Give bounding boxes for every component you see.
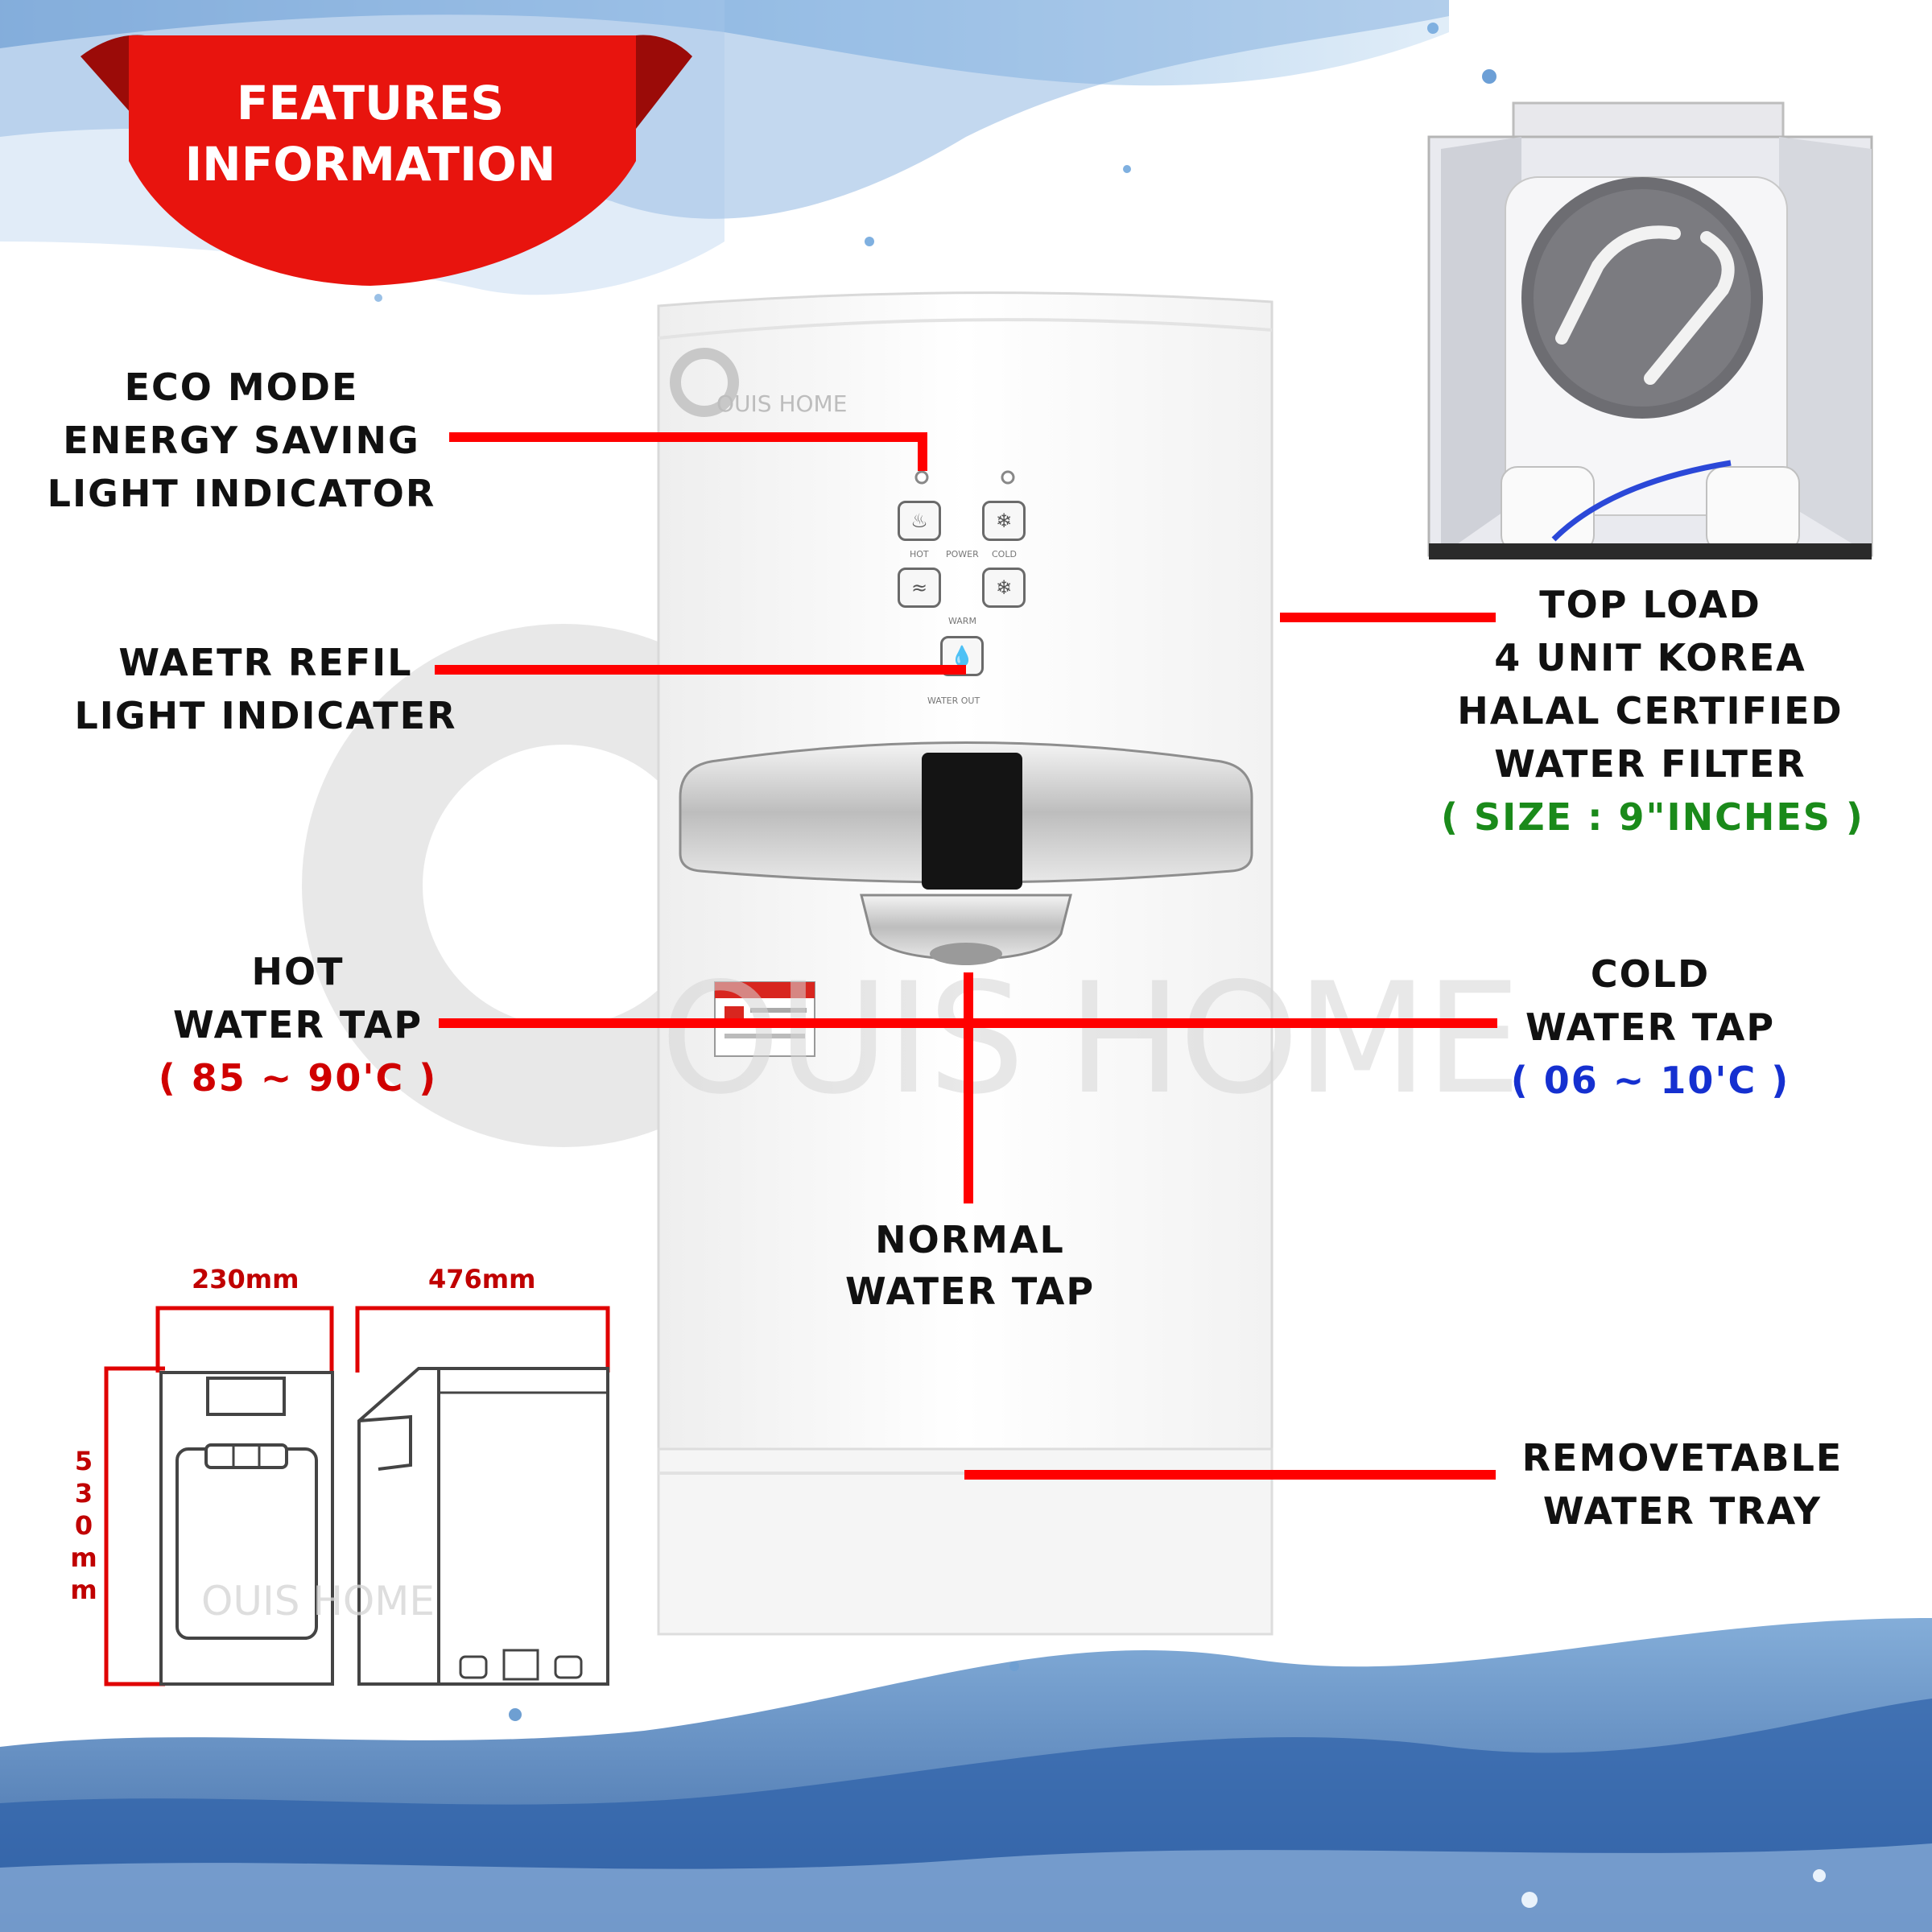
- dimension-height-char-5: m: [70, 1575, 97, 1605]
- top-load-line-3: HALAL CERTIFIED: [1457, 689, 1843, 733]
- cold-tap-line-1: COLD: [1590, 952, 1711, 996]
- hot-tap-line-1: HOT: [251, 950, 345, 993]
- eco-mode-line-h: [449, 432, 926, 442]
- top-load-line-4: WATER FILTER: [1494, 742, 1806, 786]
- tray-line-1: REMOVETABLE: [1521, 1436, 1843, 1480]
- normal-tap-line-1: NORMAL: [875, 1218, 1065, 1261]
- hot-tap-label: HOT WATER TAP ( 85 ~ 90'C ): [89, 945, 507, 1104]
- eco-mode-label: ECO MODE ENERGY SAVING LIGHT INDICATOR: [32, 361, 451, 520]
- warm-button[interactable]: ≈: [898, 568, 941, 608]
- hot-tap-temp: ( 85 ~ 90'C ): [158, 1056, 438, 1100]
- normal-tap-line-2: WATER TAP: [844, 1269, 1096, 1313]
- eco-mode-line-v: [918, 432, 927, 471]
- top-load-line-1: TOP LOAD: [1539, 583, 1761, 626]
- eco-mode-line-1: ECO MODE: [124, 365, 359, 409]
- cold-tap-line-2: WATER TAP: [1525, 1005, 1776, 1049]
- hot-tap-line-2: WATER TAP: [172, 1003, 423, 1046]
- dimension-depth: 476mm: [428, 1264, 536, 1294]
- normal-tap-label: NORMAL WATER TAP: [761, 1214, 1179, 1317]
- brand-watermark-large: OUIS HOME: [660, 950, 1521, 1128]
- tray-line-2: WATER TRAY: [1542, 1489, 1823, 1533]
- banner-title: FEATURES INFORMATION: [161, 72, 580, 195]
- panel-label-warm: WARM: [948, 616, 976, 626]
- dimension-height-char-1: 5: [74, 1446, 93, 1476]
- tray-line: [964, 1470, 1496, 1480]
- cold-tap-temp: ( 06 ~ 10'C ): [1510, 1059, 1790, 1102]
- cold-mode-button[interactable]: ❄: [982, 568, 1026, 608]
- tray-label: REMOVETABLE WATER TRAY: [1473, 1431, 1892, 1538]
- cold-button[interactable]: ❄: [982, 501, 1026, 541]
- panel-label-water-out: WATER OUT: [927, 696, 980, 706]
- top-load-line-2: 4 UNIT KOREA: [1494, 636, 1806, 679]
- water-refil-label: WAETR REFIL LIGHT INDICATER: [56, 636, 475, 742]
- bottom-water-wave: [0, 1618, 1932, 1932]
- panel-label-cold: COLD: [992, 549, 1017, 559]
- dimension-height-char-2: 3: [74, 1478, 93, 1509]
- hot-button[interactable]: ♨: [898, 501, 941, 541]
- water-dispenser-body: [657, 291, 1274, 1636]
- dimension-height-char-3: 0: [74, 1510, 93, 1541]
- top-load-size: ( SIZE : 9"INCHES ): [1441, 795, 1864, 839]
- cold-tap-label: COLD WATER TAP ( 06 ~ 10'C ): [1441, 947, 1860, 1107]
- water-refil-line-1: WAETR REFIL: [118, 641, 413, 684]
- banner-title-line2: INFORMATION: [184, 137, 556, 192]
- normal-tap-line: [964, 972, 973, 1203]
- top-load-line: [1280, 613, 1496, 622]
- panel-label-power: POWER: [946, 549, 979, 559]
- banner-ribbon: [80, 35, 692, 286]
- brand-watermark-small: OUIS HOME: [201, 1578, 436, 1624]
- banner-title-line1: FEATURES: [236, 76, 505, 130]
- dimension-height: 5 3 0 m m: [69, 1445, 98, 1606]
- panel-label-hot: HOT: [910, 549, 929, 559]
- filter-photo: [1427, 101, 1873, 559]
- dimension-width: 230mm: [192, 1264, 299, 1294]
- top-load-label: TOP LOAD 4 UNIT KOREA HALAL CERTIFIED WA…: [1441, 578, 1864, 844]
- dimension-height-char-4: m: [70, 1542, 97, 1573]
- refil-line: [435, 665, 966, 675]
- brand-watermark-logo: OUIS HOME: [716, 390, 848, 417]
- eco-mode-line-3: LIGHT INDICATOR: [47, 472, 436, 515]
- water-refil-line-2: LIGHT INDICATER: [74, 694, 457, 737]
- eco-mode-line-2: ENERGY SAVING: [63, 419, 420, 462]
- dimension-drawings: [104, 1306, 610, 1686]
